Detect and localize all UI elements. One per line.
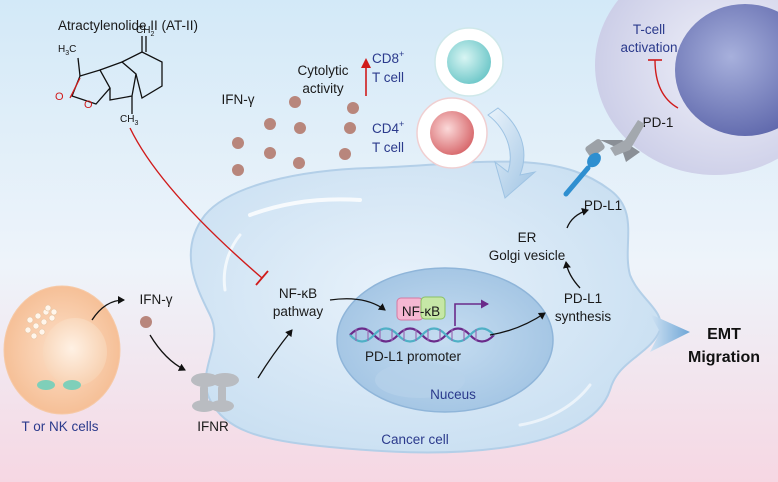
nfkb-pathway-label-2: pathway xyxy=(273,304,324,319)
nfkb-to-promoter-arrow xyxy=(329,298,386,311)
cd4-t-cell xyxy=(416,97,488,169)
h3c-label: H3C xyxy=(58,44,76,57)
t-nk-cell xyxy=(3,285,121,415)
carbonyl-oxygen: O xyxy=(55,91,64,103)
cd8-label-line2: T cell xyxy=(372,70,404,85)
cd8-label: CD8+ xyxy=(372,49,404,66)
dna-helix xyxy=(349,327,495,343)
ring-oxygen: O xyxy=(84,99,93,111)
compound-name: Atractylenolide II (AT-II) xyxy=(58,18,198,33)
ifnr-to-nfkb-arrow xyxy=(257,329,293,379)
nfkb-box-green xyxy=(420,296,446,320)
cd8-t-cell xyxy=(434,27,504,97)
cd4-label-line2: T cell xyxy=(372,140,404,155)
at-ii-inhibition-line xyxy=(129,127,263,279)
pd1-label: PD-1 xyxy=(643,115,674,130)
emt-label: EMT xyxy=(707,326,741,343)
ifn-to-ifnr-arrow xyxy=(149,334,186,371)
emt-arrow xyxy=(650,314,690,352)
t-cell-to-cancer-arrow xyxy=(487,107,537,199)
synthesis-to-er-arrow xyxy=(562,261,581,289)
nfkb-pathway-label-1: NF-κB xyxy=(279,286,317,301)
at-ii-inhibition-bar xyxy=(255,270,269,286)
ch3-label: CH3 xyxy=(120,114,138,127)
tnk-to-ifn-arrow xyxy=(91,296,125,321)
t-cell-activation-label-1: T-cell xyxy=(633,22,665,37)
cancer-cell-label: Cancer cell xyxy=(381,432,449,447)
transcription-arrow xyxy=(454,299,489,326)
pd1-receptor xyxy=(585,120,645,162)
nfkb-box-label: NF-κB xyxy=(402,304,440,319)
promoter-to-synthesis-arrow xyxy=(489,312,546,336)
pdl1-synthesis-label-2: synthesis xyxy=(555,309,612,324)
nucleus-label: Nuceus xyxy=(430,387,476,402)
ifnr-receptor xyxy=(191,373,239,412)
promoter-label: PD-L1 promoter xyxy=(365,349,462,364)
pdl1-synthesis-label-1: PD-L1 xyxy=(564,291,602,306)
ifn-gamma-left-label: IFN-γ xyxy=(140,292,173,307)
ifn-gamma-molecules xyxy=(232,96,359,176)
ifn-gamma-top-label: IFN-γ xyxy=(222,92,255,107)
pdl1-ligand xyxy=(563,152,601,197)
pd1-inhibition-line xyxy=(654,59,679,109)
t-cell-activation-label-2: activation xyxy=(620,40,677,55)
er-to-pdl1-arrow xyxy=(566,207,589,229)
golgi-label: Golgi vesicle xyxy=(489,248,566,263)
er-label: ER xyxy=(518,230,537,245)
ch2-label: CH2 xyxy=(136,25,154,38)
pdl1-label: PD-L1 xyxy=(584,198,622,213)
ifn-gamma-left-molecule xyxy=(140,316,152,328)
t-nk-cells-label: T or NK cells xyxy=(21,419,98,434)
cd4-label: CD4+ xyxy=(372,119,404,136)
migration-label: Migration xyxy=(688,349,760,366)
ifnr-label: IFNR xyxy=(197,419,229,434)
cytolytic-label-1: Cytolytic xyxy=(297,63,348,78)
cytolytic-label-2: activity xyxy=(302,81,344,96)
atractylenolide-structure xyxy=(69,36,163,114)
